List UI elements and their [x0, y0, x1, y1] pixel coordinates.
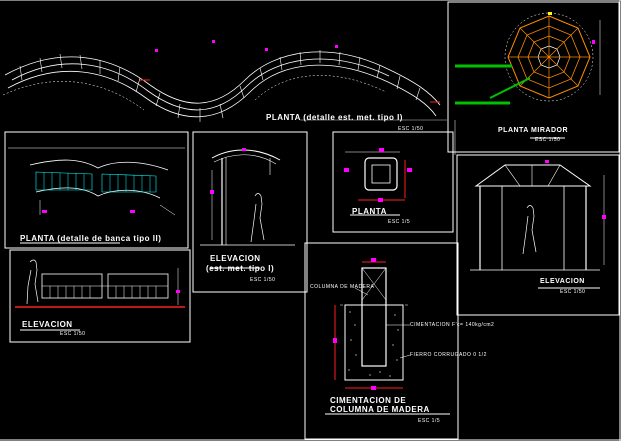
- column-plan-scale: ESC 1/5: [388, 219, 411, 225]
- curved-walkway-plan: [2, 50, 441, 122]
- column-plan-title: PLANTA: [352, 207, 387, 216]
- columna-madera-note: COLUMNA DE MADERA: [310, 284, 375, 290]
- bench-elevation-panel: [9, 249, 191, 343]
- mirador-elevation-title: ELEVACION: [540, 278, 585, 285]
- mirador-plan: [447, 1, 620, 153]
- foundation-title-1: CIMENTACION DE: [330, 396, 407, 405]
- bench-plan-title: PLANTA (detalle de banca tipo II): [20, 234, 162, 243]
- bench-elevation-scale: ESC 1/50: [60, 331, 86, 337]
- curved-plan-scale: ESC 1/50: [398, 126, 424, 132]
- metal-structure-elevation-panel: [192, 131, 308, 293]
- foundation-title-2: COLUMNA DE MADERA: [330, 405, 430, 414]
- foundation-scale: ESC 1/5: [418, 418, 441, 424]
- metal-elevation-scale: ESC 1/50: [250, 277, 276, 283]
- fierro-note: FIERRO CORRUGADO 0 1/2: [410, 352, 487, 358]
- column-plan-panel: [332, 131, 454, 233]
- curved-plan-title: PLANTA (detalle est. met. tipo I): [266, 113, 403, 122]
- cimentacion-note: CIMENTACION F'c= 140kg/cm2: [410, 322, 495, 328]
- bench-plan-panel: [4, 131, 189, 249]
- mirador-plan-title: PLANTA MIRADOR: [498, 127, 568, 134]
- bench-elevation-title: ELEVACION: [22, 320, 73, 329]
- metal-elevation-title-2: (est. met. tipo I): [206, 264, 275, 273]
- metal-elevation-title-1: ELEVACION: [210, 254, 261, 263]
- mirador-elevation-scale: ESC 1/50: [560, 289, 586, 295]
- walkway-markers: [140, 40, 440, 103]
- foundation-panel: [304, 242, 459, 440]
- mirador-elevation-panel: [456, 154, 620, 316]
- mirador-plan-scale: ESC 1/50: [535, 137, 561, 143]
